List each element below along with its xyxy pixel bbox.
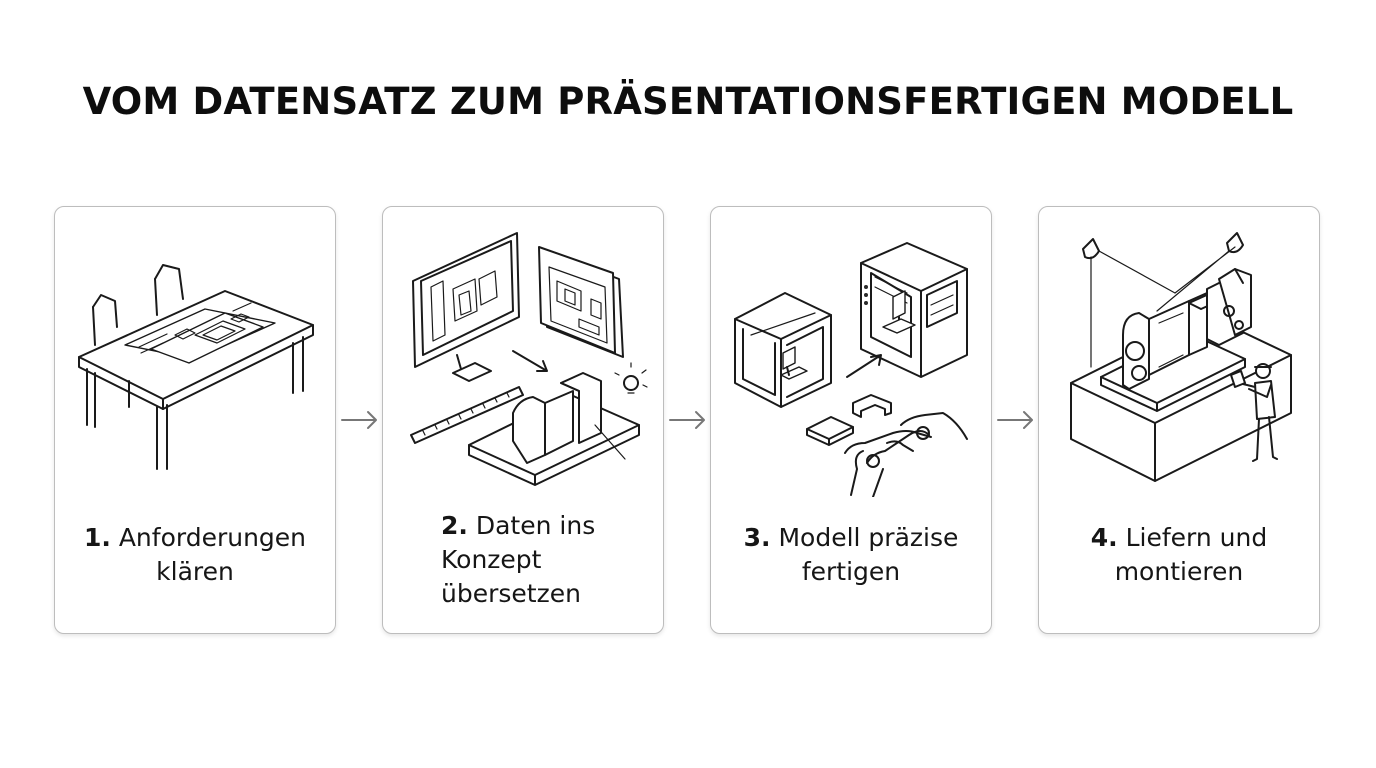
step-2-label-line-3: übersetzen	[441, 579, 581, 608]
step-card-4: 4. Liefern und montieren	[1038, 206, 1320, 634]
step-card-1: 1. Anforderungen klären	[54, 206, 336, 634]
step-1-label-line-1: Anforderungen	[118, 523, 307, 552]
step-card-3: 3. Modell präzise fertigen	[710, 206, 992, 634]
step-3-number: 3.	[743, 523, 771, 552]
step-2-caption: 2. Daten ins Konzept übersetzen	[441, 509, 721, 611]
step-4-label-line-2: montieren	[1114, 557, 1244, 586]
step-3-label-line-2: fertigen	[801, 557, 901, 586]
step-4-caption: 4. Liefern und montieren	[1039, 521, 1319, 589]
step-1-caption: 1. Anforderungen klären	[55, 521, 335, 589]
step-3-label-line-1: Modell präzise	[778, 523, 959, 552]
step-3-caption: 3. Modell präzise fertigen	[711, 521, 991, 589]
step-1-label-line-2: klären	[156, 557, 234, 586]
step-4-label-line-1: Liefern und	[1125, 523, 1268, 552]
arrow-right-icon	[669, 411, 705, 429]
step-card-2: 2. Daten ins Konzept übersetzen	[382, 206, 664, 634]
step-2-label-line-1: Daten ins	[475, 511, 596, 540]
arrow-right-icon	[341, 411, 377, 429]
step-1-number: 1.	[83, 523, 111, 552]
arrow-right-icon	[997, 411, 1033, 429]
step-2-label-line-2: Konzept	[441, 545, 542, 574]
3d-printer-and-cnc-icon	[734, 242, 968, 497]
installation-icon	[1070, 232, 1292, 482]
step-2-number: 2.	[441, 511, 468, 540]
monitor-and-model-icon	[410, 232, 648, 486]
page-title: VOM DATENSATZ ZUM PRÄSENTATIONSFERTIGEN …	[82, 80, 1294, 123]
step-4-number: 4.	[1090, 523, 1118, 552]
table-with-plans-icon	[78, 264, 314, 470]
